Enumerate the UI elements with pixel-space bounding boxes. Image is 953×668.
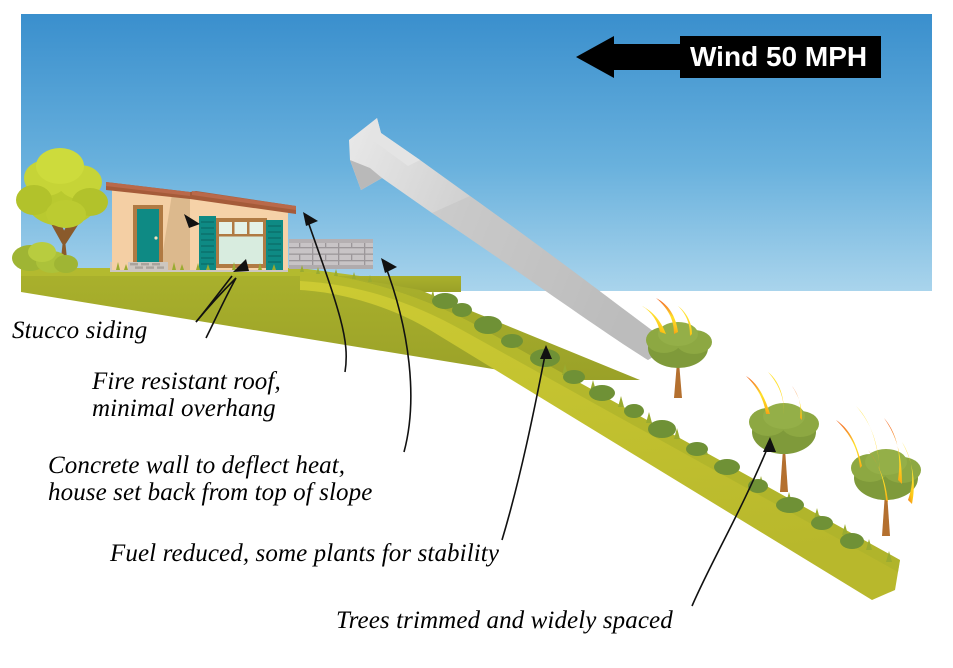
house-window: [199, 216, 283, 270]
concrete-wall-grass: [300, 265, 372, 282]
wind-indicator: Wind 50 MPH: [680, 36, 882, 78]
shrubs-left: [12, 242, 78, 273]
wind-direction-arrow-icon: [576, 36, 686, 78]
callout-leader-lines: [195, 215, 771, 607]
tree-left: [16, 148, 108, 268]
house-base-grass: [116, 262, 276, 270]
callout-arrowheads: [184, 212, 776, 452]
callout-label-stucco-siding: Stucco siding: [12, 317, 148, 344]
callout-label-fire-resistant-roof: Fire resistant roof, minimal overhang: [92, 368, 281, 422]
callout-label-concrete-wall: Concrete wall to deflect heat, house set…: [48, 452, 373, 506]
burning-tree-lower: [836, 406, 921, 536]
slope-shrubs: [432, 293, 864, 549]
burning-tree-upper: [642, 298, 712, 398]
slope-band: [300, 272, 900, 600]
callout-label-fuel-reduced: Fuel reduced, some plants for stability: [110, 540, 500, 567]
wind-speed-label: Wind 50 MPH: [690, 41, 868, 72]
house: [106, 182, 296, 272]
smoke-plume: [349, 118, 672, 360]
callout-label-trees-trimmed: Trees trimmed and widely spaced: [336, 607, 673, 634]
concrete-wall: [289, 239, 373, 282]
burning-tree-middle: [746, 372, 819, 492]
